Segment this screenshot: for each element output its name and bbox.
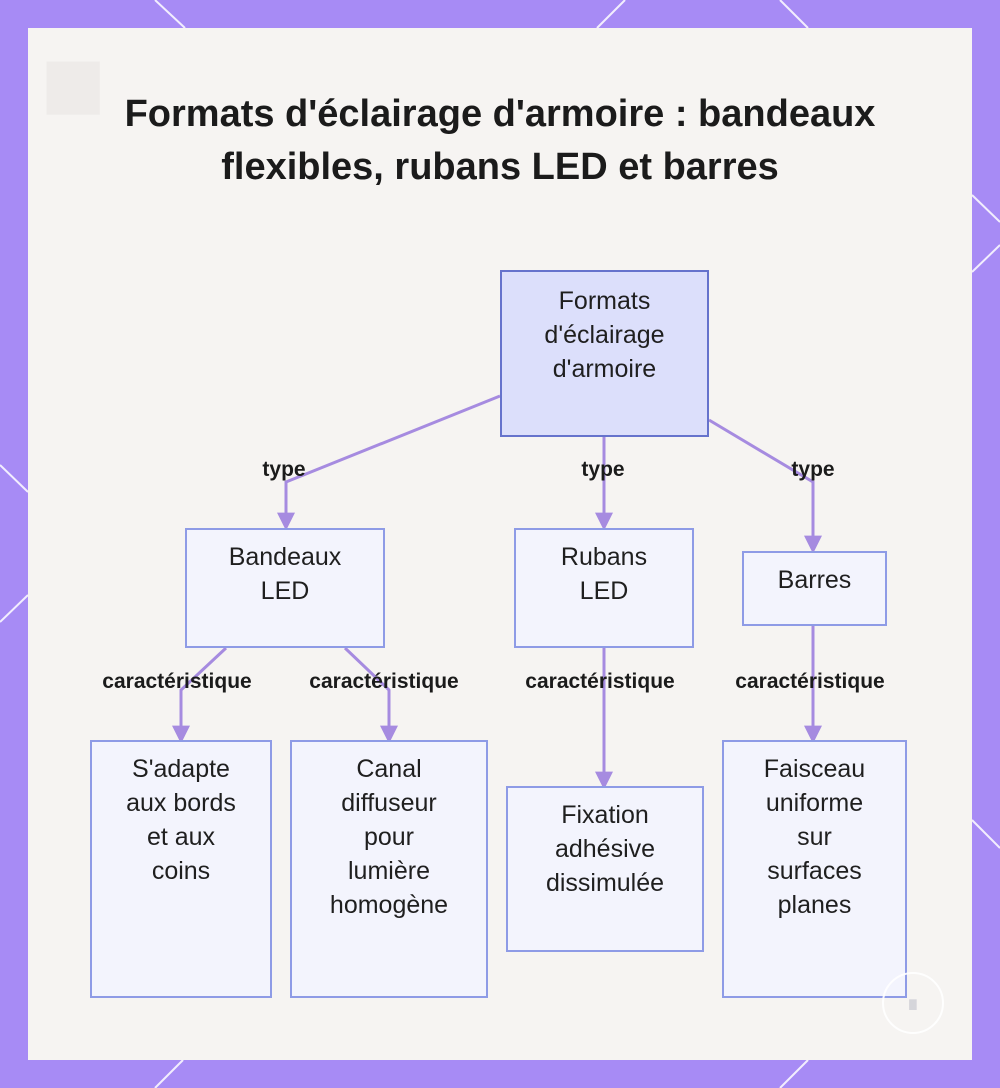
feature-node-fixation: Fixation adhésive dissimulée — [506, 786, 704, 952]
edge-bandeaux-feature-1 — [181, 648, 226, 740]
edge-root-barres — [709, 420, 813, 550]
edge-label-type-1: type — [262, 458, 305, 482]
brand-circle-icon: ∎ — [882, 972, 944, 1034]
edge-label-type-3: type — [791, 458, 834, 482]
feature-label-faisceau: Faisceau uniforme sur surfaces planes — [752, 752, 877, 922]
category-node-rubans: Rubans LED — [514, 528, 694, 648]
feature-label-adapte: S'adapte aux bords et aux coins — [116, 752, 246, 888]
feature-node-faisceau: Faisceau uniforme sur surfaces planes — [722, 740, 907, 998]
root-node-label: Formats d'éclairage d'armoire — [530, 284, 680, 386]
edge-label-feature-2: caractéristique — [309, 670, 458, 694]
category-label-rubans: Rubans LED — [549, 540, 659, 608]
feature-label-fixation: Fixation adhésive dissimulée — [530, 798, 680, 900]
feature-node-diffuseur: Canal diffuseur pour lumière homogène — [290, 740, 488, 998]
category-label-bandeaux: Bandeaux LED — [220, 540, 350, 608]
edge-label-feature-4: caractéristique — [735, 670, 884, 694]
category-label-barres: Barres — [778, 563, 852, 597]
edge-bandeaux-feature-2 — [345, 648, 389, 740]
edge-root-bandeaux — [286, 396, 500, 527]
edge-label-feature-3: caractéristique — [525, 670, 674, 694]
category-node-barres: Barres — [742, 551, 887, 626]
category-node-bandeaux: Bandeaux LED — [185, 528, 385, 648]
root-node: Formats d'éclairage d'armoire — [500, 270, 709, 437]
feature-label-diffuseur: Canal diffuseur pour lumière homogène — [322, 752, 457, 922]
edge-label-feature-1: caractéristique — [102, 670, 251, 694]
feature-node-adapte: S'adapte aux bords et aux coins — [90, 740, 272, 998]
edge-label-type-2: type — [581, 458, 624, 482]
